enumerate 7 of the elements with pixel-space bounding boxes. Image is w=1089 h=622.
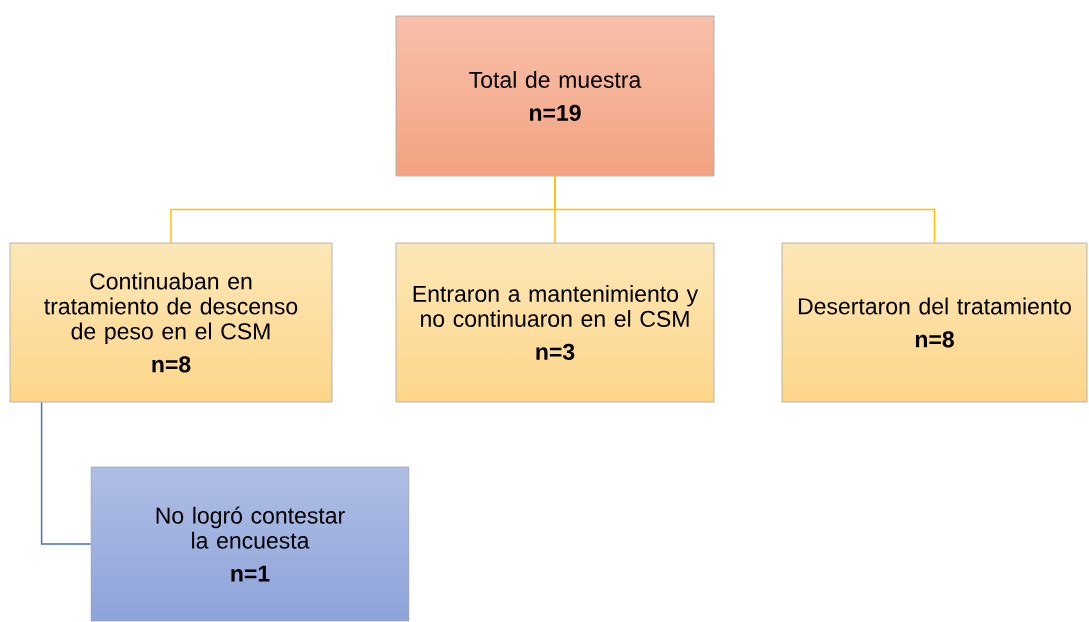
process-box: Continuaban en tratamiento de descenso de peso en el CSM n=8 bbox=[9, 242, 333, 403]
process-box: Total de muestra n=19 bbox=[395, 15, 715, 177]
process-box: No logró contestar la encuesta n=1 bbox=[90, 466, 410, 622]
process-box: Desertaron del tratamiento n=8 bbox=[781, 242, 1088, 403]
connector-line bbox=[40, 401, 92, 545]
connector-line bbox=[554, 175, 936, 244]
process-box: Entraron a mantenimiento y no continuaron en el CSM n=3 bbox=[395, 242, 715, 403]
